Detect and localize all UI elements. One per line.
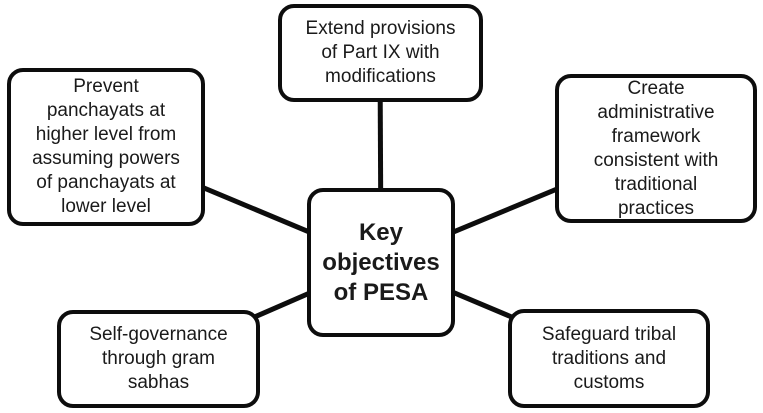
node-safeguard-traditions: Safeguard tribal traditions and customs (508, 309, 710, 408)
node-administrative-framework: Create administrative framework consiste… (555, 74, 757, 223)
node-extend-provisions: Extend provisions of Part IX with modifi… (278, 4, 483, 102)
node-prevent-panchayats-power: Prevent panchayats at higher level from … (7, 68, 205, 226)
node-self-governance: Self-governance through gram sabhas (57, 310, 260, 408)
node-key-objectives-center: Key objectives of PESA (307, 188, 455, 337)
